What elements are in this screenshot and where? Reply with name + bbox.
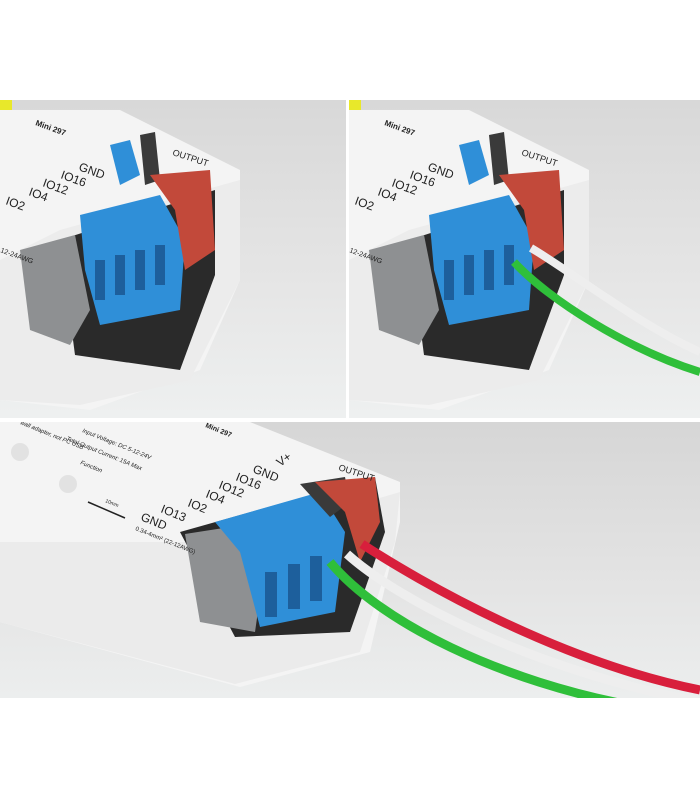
pin-label: IO2 bbox=[353, 194, 376, 214]
blue-connectors bbox=[429, 195, 534, 325]
pin-label: IO4 bbox=[204, 487, 227, 507]
pin-label: IO2 bbox=[4, 194, 27, 214]
photo-connector-two-wires: Mini 297 OUTPUT GND IO16 IO12 IO4 IO2 12… bbox=[349, 100, 700, 418]
photo-connector-three-wires: Mini 297 OUTPUT V+ GND IO16 IO12 IO4 IO2… bbox=[0, 422, 700, 698]
white-wire bbox=[343, 550, 700, 698]
gray-connector bbox=[20, 235, 90, 345]
blue-lever bbox=[459, 140, 489, 185]
red-connector bbox=[315, 477, 380, 562]
strip-length-label: 10mm bbox=[104, 498, 119, 509]
pin-label: IO4 bbox=[27, 185, 50, 205]
terminal-block bbox=[185, 477, 380, 632]
pin-label: IO4 bbox=[376, 185, 399, 205]
green-wire bbox=[511, 259, 700, 376]
red-connector bbox=[499, 170, 564, 270]
blue-connectors bbox=[80, 195, 185, 325]
strip-length-line bbox=[87, 501, 126, 519]
red-connector bbox=[150, 170, 215, 270]
blue-lever bbox=[110, 140, 140, 185]
terminal-block bbox=[20, 132, 215, 345]
white-wire bbox=[528, 244, 700, 356]
terminal-block bbox=[369, 132, 564, 345]
photo-connector-empty: Mini 297 OUTPUT GND IO16 IO12 IO4 IO2 12… bbox=[0, 100, 346, 418]
pin-label: IO2 bbox=[186, 496, 209, 516]
black-lever bbox=[489, 132, 509, 185]
gray-connector bbox=[369, 235, 439, 345]
red-wire bbox=[359, 540, 700, 695]
black-lever bbox=[140, 132, 160, 185]
green-wire bbox=[326, 559, 618, 698]
button-1 bbox=[11, 443, 29, 461]
button-2 bbox=[59, 475, 77, 493]
